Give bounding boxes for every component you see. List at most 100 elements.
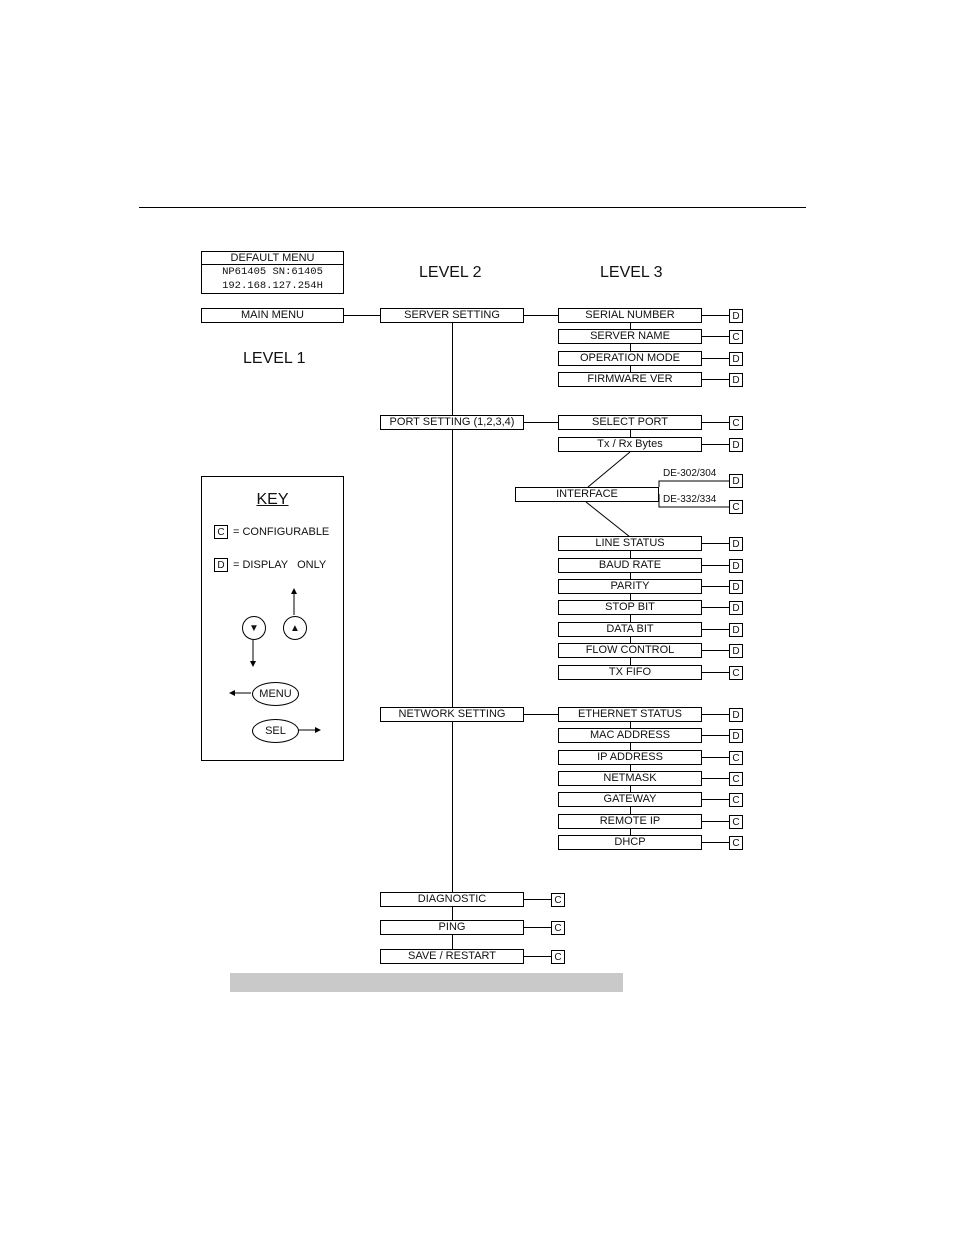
tx-fifo-node: TX FIFO bbox=[558, 665, 702, 680]
key-legend: KEY C = CONFIGURABLE D = DISPLAY ONLY ▼ … bbox=[201, 476, 344, 761]
connector bbox=[702, 650, 729, 651]
connector bbox=[702, 315, 729, 316]
tag-display: D bbox=[729, 537, 743, 551]
tag-configurable: C bbox=[729, 416, 743, 430]
key-configurable-text: = CONFIGURABLE bbox=[233, 526, 330, 538]
gateway-node: GATEWAY bbox=[558, 792, 702, 807]
select-port-node: SELECT PORT bbox=[558, 415, 702, 430]
ip-address-node: IP ADDRESS bbox=[558, 750, 702, 765]
connector bbox=[524, 899, 551, 900]
tag-display: D bbox=[729, 729, 743, 743]
ethernet-status-node: ETHERNET STATUS bbox=[558, 707, 702, 722]
connector bbox=[524, 315, 558, 316]
tag-configurable: C bbox=[729, 330, 743, 344]
tag-display: D bbox=[729, 580, 743, 594]
line-status-node: LINE STATUS bbox=[558, 536, 702, 551]
tag-display: D bbox=[729, 309, 743, 323]
tag-display: D bbox=[729, 352, 743, 366]
connector bbox=[702, 358, 729, 359]
tag-configurable: C bbox=[729, 836, 743, 850]
connector bbox=[702, 629, 729, 630]
connector bbox=[702, 735, 729, 736]
stop-bit-node: STOP BIT bbox=[558, 600, 702, 615]
connector bbox=[702, 821, 729, 822]
dhcp-node: DHCP bbox=[558, 835, 702, 850]
key-display-text: = DISPLAY ONLY bbox=[233, 559, 327, 571]
key-tag-configurable: C bbox=[214, 525, 228, 539]
main-menu-node: MAIN MENU bbox=[201, 308, 344, 323]
default-menu-title: DEFAULT MENU bbox=[201, 251, 344, 265]
connector bbox=[702, 778, 729, 779]
server-setting-node: SERVER SETTING bbox=[380, 308, 524, 323]
connector bbox=[702, 672, 729, 673]
connector bbox=[702, 714, 729, 715]
tag-display: D bbox=[729, 644, 743, 658]
level-3-label: LEVEL 3 bbox=[600, 264, 663, 281]
key-title: KEY bbox=[256, 491, 289, 508]
display-line-1: NP61405 SN:61405 bbox=[222, 266, 323, 278]
connector bbox=[702, 336, 729, 337]
menu-button-icon: MENU bbox=[252, 682, 299, 706]
operation-mode-node: OPERATION MODE bbox=[558, 351, 702, 366]
netmask-node: NETMASK bbox=[558, 771, 702, 786]
data-bit-node: DATA BIT bbox=[558, 622, 702, 637]
tx-rx-bytes-node: Tx / Rx Bytes bbox=[558, 437, 702, 452]
level-1-label: LEVEL 1 bbox=[243, 350, 306, 367]
server-spine bbox=[630, 323, 631, 373]
display-line-2: 192.168.127.254H bbox=[222, 280, 323, 292]
tag-configurable: C bbox=[551, 950, 565, 964]
level2-spine bbox=[452, 323, 453, 949]
connector bbox=[702, 422, 729, 423]
tag-display: D bbox=[729, 623, 743, 637]
tag-configurable: C bbox=[729, 751, 743, 765]
connector bbox=[702, 379, 729, 380]
connector bbox=[702, 757, 729, 758]
connector bbox=[702, 543, 729, 544]
remote-ip-node: REMOTE IP bbox=[558, 814, 702, 829]
tag-display: D bbox=[729, 708, 743, 722]
key-tag-display: D bbox=[214, 558, 228, 572]
port-setting-node: PORT SETTING (1,2,3,4) bbox=[380, 415, 524, 430]
connector bbox=[524, 927, 551, 928]
tag-configurable: C bbox=[729, 500, 743, 514]
mac-address-node: MAC ADDRESS bbox=[558, 728, 702, 743]
tag-display: D bbox=[729, 601, 743, 615]
save-restart-node: SAVE / RESTART bbox=[380, 949, 524, 964]
baud-rate-node: BAUD RATE bbox=[558, 558, 702, 573]
page-rule bbox=[139, 207, 806, 208]
parity-node: PARITY bbox=[558, 579, 702, 594]
connector bbox=[702, 586, 729, 587]
port-spine-top bbox=[630, 430, 631, 437]
connector bbox=[524, 956, 551, 957]
tag-display: D bbox=[729, 559, 743, 573]
caption-bar bbox=[230, 973, 623, 992]
interface-option-label: DE-302/304 bbox=[663, 468, 717, 479]
tag-display: D bbox=[729, 474, 743, 488]
connector bbox=[702, 444, 729, 445]
interface-option-label: DE-332/334 bbox=[663, 494, 717, 505]
connector bbox=[702, 842, 729, 843]
tag-configurable: C bbox=[729, 666, 743, 680]
tag-configurable: C bbox=[729, 793, 743, 807]
connector bbox=[344, 315, 380, 316]
flow-control-node: FLOW CONTROL bbox=[558, 643, 702, 658]
server-name-node: SERVER NAME bbox=[558, 329, 702, 344]
tag-configurable: C bbox=[551, 921, 565, 935]
ping-node: PING bbox=[380, 920, 524, 935]
level-2-label: LEVEL 2 bbox=[419, 264, 482, 281]
firmware-ver-node: FIRMWARE VER bbox=[558, 372, 702, 387]
diagnostic-node: DIAGNOSTIC bbox=[380, 892, 524, 907]
connector bbox=[702, 799, 729, 800]
tag-configurable: C bbox=[729, 772, 743, 786]
connector bbox=[702, 607, 729, 608]
tag-configurable: C bbox=[729, 815, 743, 829]
sel-button-icon: SEL bbox=[252, 719, 299, 743]
serial-number-node: SERIAL NUMBER bbox=[558, 308, 702, 323]
default-menu-display: NP61405 SN:61405 192.168.127.254H bbox=[201, 265, 344, 294]
network-setting-node: NETWORK SETTING bbox=[380, 707, 524, 722]
down-button-icon: ▼ bbox=[242, 616, 266, 640]
tag-display: D bbox=[729, 438, 743, 452]
tag-display: D bbox=[729, 373, 743, 387]
interface-node: INTERFACE bbox=[515, 487, 659, 502]
